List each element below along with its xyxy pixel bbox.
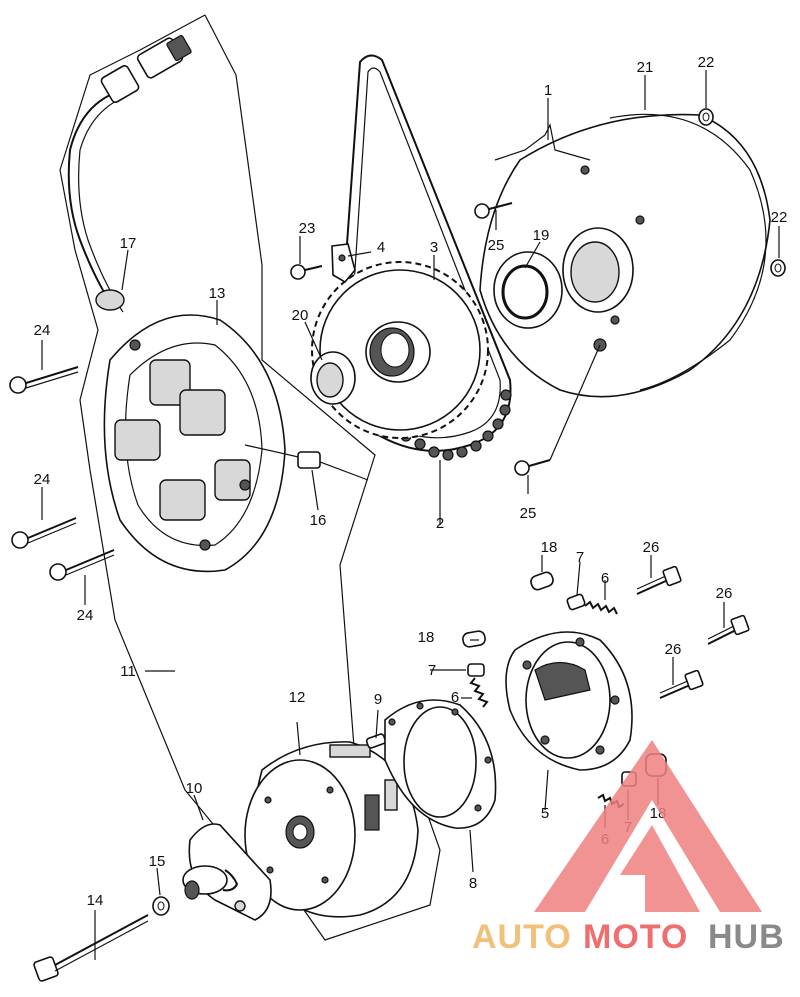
label-part-7-b: 7 (428, 662, 436, 679)
bolt-26-b (707, 614, 750, 645)
label-part-3: 3 (430, 239, 438, 256)
spring-6-b (469, 677, 489, 708)
sprocket (311, 261, 489, 439)
label-part-22-b: 22 (771, 209, 788, 226)
label-part-10: 10 (186, 780, 203, 797)
label-part-18-b: 18 (418, 629, 435, 646)
screw-24-middle (11, 517, 77, 549)
bolt-14 (33, 914, 149, 982)
label-part-20: 20 (292, 307, 309, 324)
watermark-hub: HUB (708, 918, 785, 956)
watermark-auto: AUTO (472, 918, 572, 956)
label-part-25-a: 25 (488, 237, 505, 254)
leader-lines (41, 70, 780, 960)
label-part-2: 2 (436, 515, 444, 532)
label-part-17: 17 (120, 235, 137, 252)
plunger-7-a (566, 593, 586, 611)
label-part-25-b: 25 (520, 505, 537, 522)
grommet-17 (95, 289, 125, 311)
label-part-14: 14 (87, 892, 104, 909)
stator-assembly (103, 314, 286, 573)
starter-clutch (505, 631, 633, 771)
lock-plate (331, 243, 356, 284)
gasket-8 (384, 699, 497, 829)
label-part-1: 1 (544, 82, 552, 99)
plunger-7-b (467, 663, 485, 677)
rotor (244, 741, 419, 918)
label-part-24-b: 24 (34, 471, 51, 488)
roller-18-b (462, 630, 486, 648)
label-part-8: 8 (469, 875, 477, 892)
label-part-15: 15 (149, 853, 166, 870)
roller-18-a (530, 571, 554, 591)
washer-22-right (770, 259, 786, 277)
oil-seal (310, 351, 356, 405)
cover-gasket (609, 113, 767, 391)
label-part-16: 16 (310, 512, 327, 529)
screw-24-top (9, 366, 79, 394)
label-part-6-a: 6 (601, 570, 609, 587)
bolt-26-c (659, 669, 704, 699)
spring-6-a (584, 600, 618, 615)
bolt-23 (290, 264, 323, 280)
label-part-6-b: 6 (451, 689, 459, 706)
label-part-18-a: 18 (541, 539, 558, 556)
washer-22-top (698, 108, 714, 126)
label-part-5: 5 (541, 805, 549, 822)
label-part-23: 23 (299, 220, 316, 237)
label-part-12: 12 (289, 689, 306, 706)
watermark-logo (534, 740, 762, 912)
label-part-9: 9 (374, 691, 382, 708)
label-part-26-b: 26 (716, 585, 733, 602)
bolt-26-a (636, 565, 682, 595)
watermark-moto: MOTO (583, 918, 688, 956)
screw-25-upper (474, 202, 513, 219)
wire-clamp-16 (244, 444, 369, 481)
label-part-4: 4 (377, 239, 385, 256)
screw-25-lower (514, 344, 601, 476)
label-part-7-a: 7 (576, 549, 584, 566)
contact-breaker (182, 823, 272, 921)
sprocket-cover (479, 113, 771, 398)
washer-15 (152, 896, 170, 916)
label-part-13: 13 (209, 285, 226, 302)
label-part-19: 19 (533, 227, 550, 244)
watermark-triangle (534, 740, 762, 912)
label-part-22-a: 22 (698, 54, 715, 71)
watermark-text: AUTO MOTO HUB (472, 918, 785, 956)
stator-wire-harness (67, 34, 192, 313)
label-part-26-c: 26 (665, 641, 682, 658)
label-part-11: 11 (120, 663, 136, 680)
label-part-24-a: 24 (34, 322, 51, 339)
label-part-21: 21 (637, 59, 654, 76)
screw-24-bottom (49, 549, 115, 581)
label-part-24-c: 24 (77, 607, 94, 624)
label-part-26-a: 26 (643, 539, 660, 556)
part-number-labels: 1 2 3 4 5 6 6 6 7 7 7 8 9 10 11 12 13 14… (34, 54, 788, 909)
